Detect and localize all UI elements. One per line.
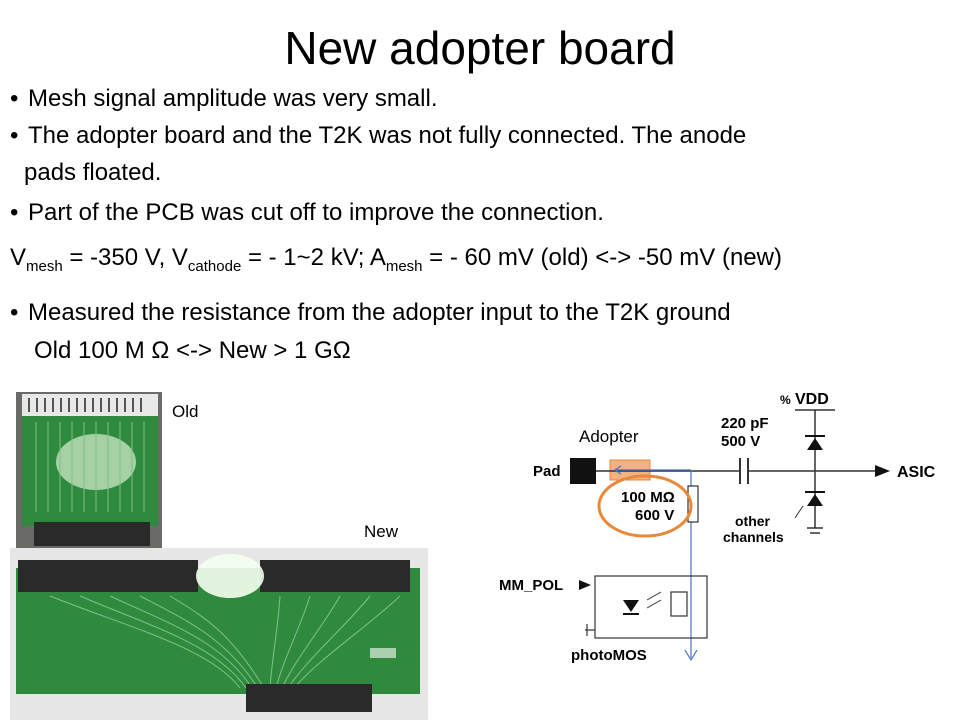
cap-voltage: 500 V [721, 433, 760, 450]
bullet-dot: • [10, 299, 19, 326]
circuit-schematic: VDD % 220 pF 500 V Pad ASIC [495, 378, 960, 678]
resistance-values: Old 100 M Ω <-> New > 1 GΩ [34, 336, 351, 366]
mm-pol-label: MM_POL [499, 577, 563, 594]
slide-title: New adopter board [284, 22, 676, 74]
label-new: New [364, 522, 399, 541]
bullet-dot: • [10, 199, 19, 226]
label-old: Old [172, 402, 199, 421]
resistor-voltage: 600 V [635, 507, 674, 524]
highlight-circle [597, 474, 693, 538]
bullet-text: Part of the PCB was cut off to improve t… [28, 199, 604, 226]
photomos-label: photoMOS [571, 647, 647, 664]
mm-pol-arrow-icon [579, 580, 591, 590]
old-board-photo [16, 392, 162, 552]
eq-vmesh-value: = -350 V, V [62, 244, 188, 271]
label-adopter: Adopter [579, 427, 639, 446]
diode-bottom-icon [807, 494, 823, 506]
bullet-text: Mesh signal amplitude was very small. [28, 85, 438, 112]
bullet-dot: • [10, 122, 19, 149]
cap-value: 220 pF [721, 415, 769, 432]
bullet-not-connected-cont: pads floated. [10, 158, 161, 188]
resistor-value: 100 MΩ [621, 489, 675, 506]
bullet-pcb-cut: • Part of the PCB was cut off to improve … [10, 198, 604, 228]
channels-label: channels [723, 529, 784, 545]
eq-sub-mesh: mesh [26, 258, 63, 275]
led-icon [623, 600, 639, 612]
bullet-resistance: • Measured the resistance from the adopte… [10, 298, 731, 328]
new-board-photo [10, 548, 428, 720]
bullet-text: The adopter board and the T2K was not fu… [28, 122, 747, 149]
resistor-icon [687, 485, 699, 523]
bullet-not-connected: • The adopter board and the T2K was not f… [10, 121, 746, 151]
voltage-equation: Vmesh = -350 V, Vcathode = - 1~2 kV; Ame… [10, 243, 782, 275]
vdd-label: VDD [795, 391, 829, 408]
eq-sub-amesh: mesh [385, 258, 423, 275]
pad-icon [570, 458, 596, 484]
eq-vcathode-value: = - 1~2 kV; A [241, 244, 386, 271]
diode-top-icon [807, 438, 823, 450]
bullet-dot: • [10, 85, 19, 112]
bullet-text: pads floated. [24, 159, 162, 186]
photomos-box [594, 575, 708, 639]
pad-label: Pad [533, 463, 561, 480]
bullet-text: Measured the resistance from the adopter… [28, 299, 731, 326]
mosfet-icon [670, 591, 688, 617]
eq-sub-cathode: cathode [187, 258, 242, 275]
eq-amesh-value: = - 60 mV (old) <-> -50 mV (new) [422, 244, 782, 271]
asic-arrow-icon [875, 465, 890, 477]
resistance-text: Old 100 M Ω <-> New > 1 GΩ [34, 337, 351, 364]
other-label: other [735, 513, 771, 529]
bullet-mesh-amplitude: • Mesh signal amplitude was very small. [10, 84, 438, 114]
vdd-symbol-icon: % [780, 393, 791, 407]
eq-v: V [10, 244, 27, 271]
asic-label: ASIC [897, 464, 936, 481]
